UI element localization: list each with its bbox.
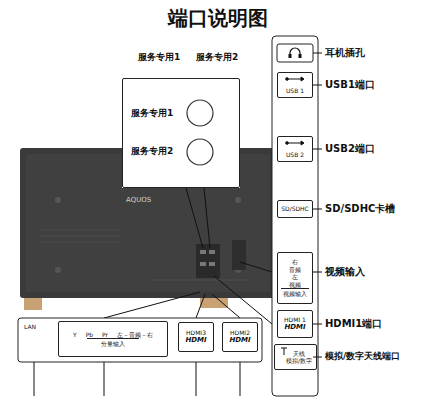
text-row: HDMI: [229, 336, 250, 345]
antenna-port-box: 天线模拟/数字: [274, 344, 317, 370]
text-row: 音频: [289, 266, 301, 274]
text-row: HDMI: [185, 336, 206, 345]
service-callout-box: 服务专用1 服务专用2: [122, 78, 240, 188]
text-row: 视频输入: [281, 288, 309, 298]
port-text: 右: [292, 258, 298, 266]
hdmi-port-box: HDMI 1HDMI: [277, 310, 313, 338]
text-row: 天线: [293, 350, 305, 358]
text-row: HDMI3: [186, 329, 206, 337]
port-label: SD/SDHC卡槽: [325, 203, 395, 216]
text-row: 视频: [289, 281, 301, 289]
text-row: HDMI: [284, 323, 305, 332]
port-label: 模拟/数字天线端口: [325, 351, 400, 362]
port-text: HDMI: [185, 336, 206, 345]
port-label: USB2端口: [325, 143, 375, 156]
port-text: 音频: [289, 266, 301, 274]
port-text: USB 2: [286, 151, 304, 159]
port-text: Pr: [102, 331, 108, 339]
port-text: Y: [73, 331, 77, 339]
port-text: USB 1: [286, 87, 304, 95]
port-text: HDMI3: [186, 329, 206, 337]
lan-label: LAN: [24, 323, 36, 331]
text-row: 模拟/数字: [286, 357, 312, 365]
text-row: 左: [292, 273, 298, 281]
port-text: HDMI2: [230, 329, 250, 337]
usb-port-box: USB 2: [277, 136, 313, 162]
text-row: 服务专用1: [131, 108, 173, 119]
port-text: 天线: [293, 350, 305, 358]
port-text: 左: [292, 273, 298, 281]
text-row: 右: [292, 258, 298, 266]
text-row: 分量输入: [87, 338, 139, 348]
video-input-box: 右音频左视频视频输入: [277, 252, 313, 304]
text-row: SD/SDHC: [281, 205, 309, 213]
port-text: HDMI: [229, 336, 250, 345]
port-text: SD/SDHC: [281, 205, 309, 213]
port-text: 左－音频－右: [117, 331, 153, 339]
text-row: Y Pb Pr 左－音频－右: [73, 331, 153, 339]
port-text: Pb: [86, 331, 93, 339]
text-row: HDMI 1: [284, 316, 306, 324]
hdmi-port-box: HDMI2HDMI: [222, 322, 258, 352]
brand-logo: AQUOS: [126, 196, 151, 205]
service-port-label: 服务专用1: [138, 52, 180, 63]
sd-slot-box: SD/SDHC: [277, 200, 313, 218]
usb-port-box: USB 1: [277, 72, 313, 98]
port-text: HDMI: [284, 323, 305, 332]
hdmi-port-box: HDMI3HDMI: [178, 322, 214, 352]
text-row: HDMI2: [230, 329, 250, 337]
port-text: 模拟/数字: [286, 357, 312, 365]
port-text: 视频输入: [281, 288, 309, 298]
service-port-label: 服务专用2: [196, 52, 238, 63]
port-text: 服务专用2: [131, 146, 173, 157]
port-label: USB1端口: [325, 79, 375, 92]
port-text: 视频: [289, 281, 301, 289]
component-input-box: Y Pb Pr 左－音频－右分量输入: [58, 321, 168, 357]
text-row: USB 2: [286, 151, 304, 159]
text-row: 服务专用2: [131, 146, 173, 157]
port-text: 分量输入: [87, 338, 139, 348]
port-label: 耳机插孔: [325, 47, 365, 60]
port-text: 服务专用1: [131, 108, 173, 119]
text-row: USB 1: [286, 87, 304, 95]
port-label: HDMI1端口: [325, 318, 382, 331]
port-label: 视频输入: [325, 266, 365, 279]
port-text: HDMI 1: [284, 316, 306, 324]
diagram-title: 端口说明图: [0, 6, 436, 31]
